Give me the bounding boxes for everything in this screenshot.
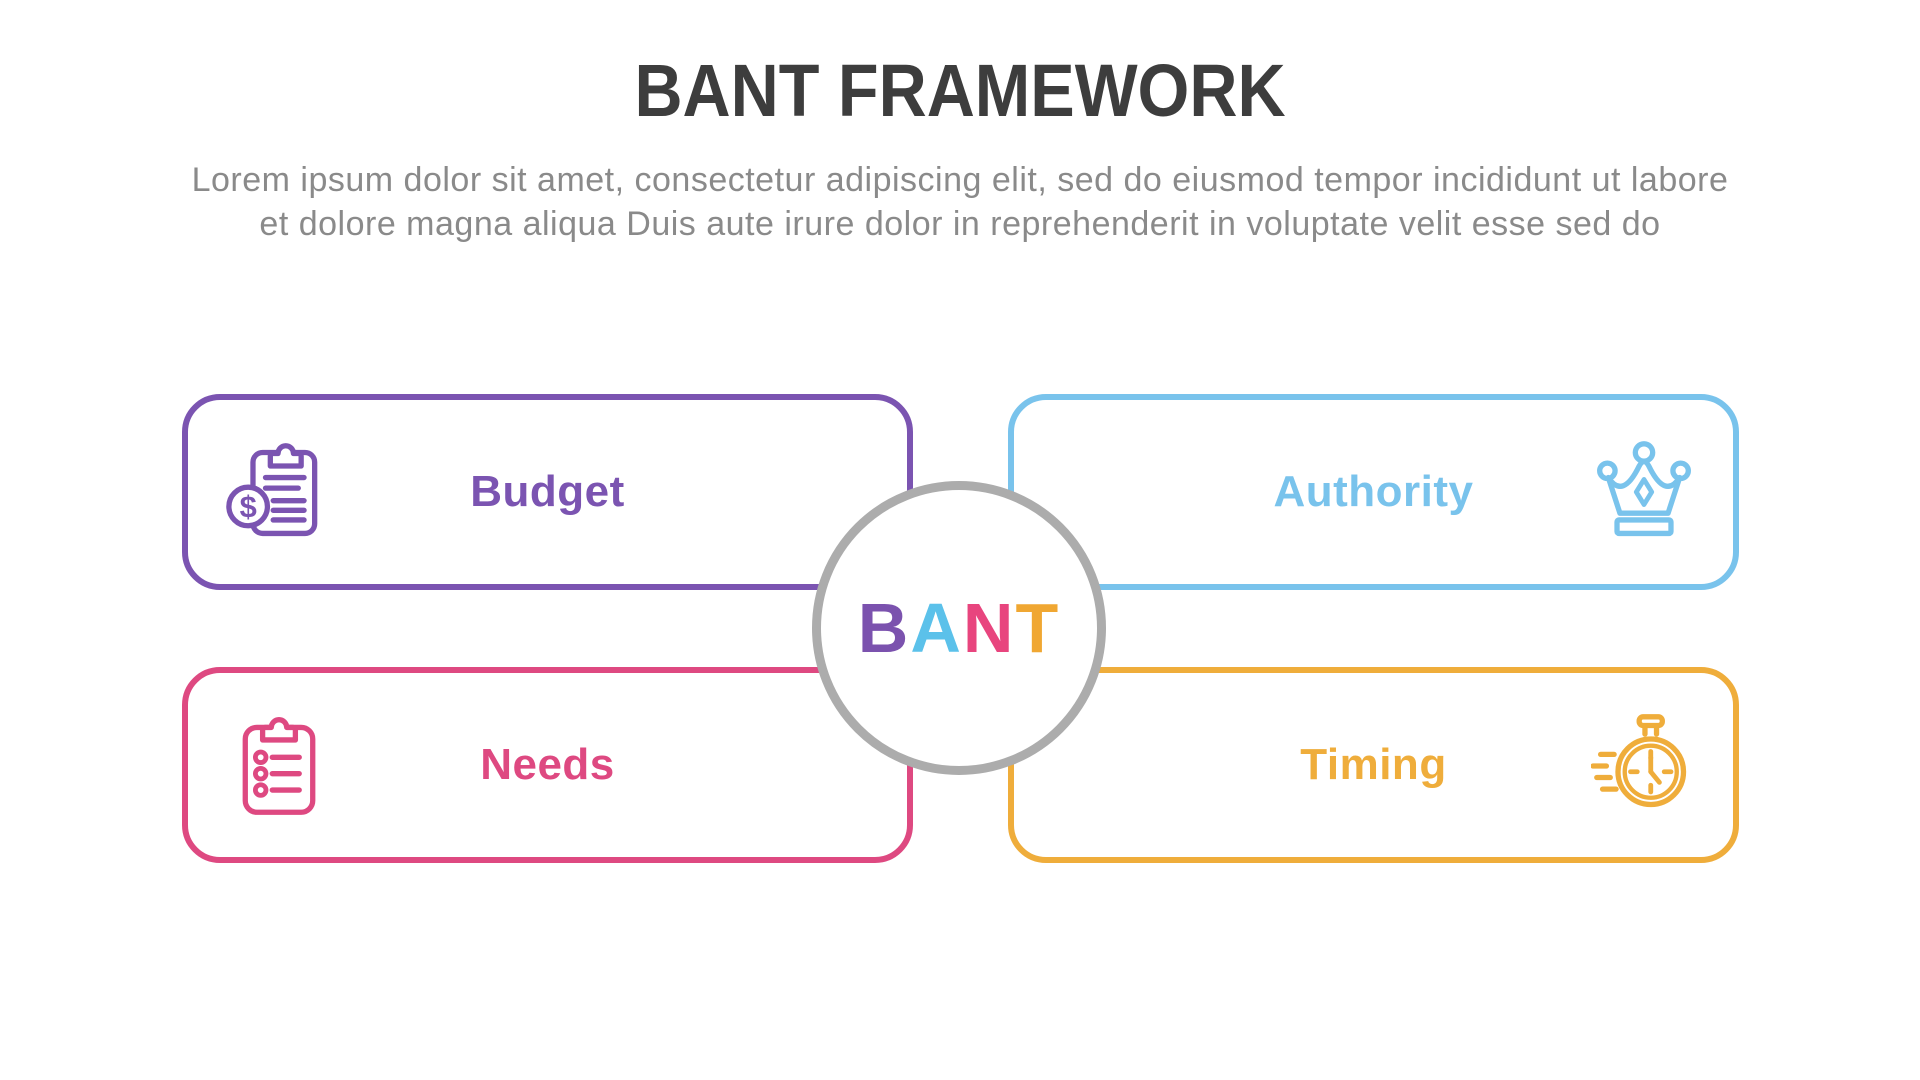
quadrant-needs: Needs bbox=[182, 667, 913, 863]
subtitle-line-1: Lorem ipsum dolor sit amet, consectetur … bbox=[191, 161, 1729, 199]
bant-letter-a: A bbox=[910, 589, 963, 667]
bant-wordmark: BANT bbox=[858, 593, 1060, 663]
quadrant-needs-label: Needs bbox=[480, 740, 615, 789]
clipboard-checklist-icon bbox=[226, 712, 332, 818]
bant-letter-n: N bbox=[962, 589, 1016, 667]
quadrant-authority: Authority bbox=[1008, 394, 1739, 590]
page-subtitle: Lorem ipsum dolor sit amet, consectetur … bbox=[0, 158, 1920, 246]
quadrant-budget-label: Budget bbox=[470, 467, 625, 516]
subtitle-line-2: et dolore magna aliqua Duis aute irure d… bbox=[259, 205, 1661, 243]
bant-letter-b: B bbox=[857, 589, 911, 667]
bant-letter-t: T bbox=[1015, 589, 1061, 667]
quadrant-timing: Timing bbox=[1008, 667, 1739, 863]
bant-center-circle: BANT bbox=[812, 481, 1106, 775]
svg-text:$: $ bbox=[240, 489, 257, 524]
page-title: BANT FRAMEWORK bbox=[634, 49, 1286, 132]
clipboard-dollar-icon: $ bbox=[226, 439, 332, 545]
quadrant-budget: $ Budget bbox=[182, 394, 913, 590]
crown-icon bbox=[1591, 439, 1697, 545]
quadrant-timing-label: Timing bbox=[1300, 740, 1447, 789]
quadrant-authority-label: Authority bbox=[1273, 467, 1474, 516]
stopwatch-icon bbox=[1591, 712, 1697, 818]
